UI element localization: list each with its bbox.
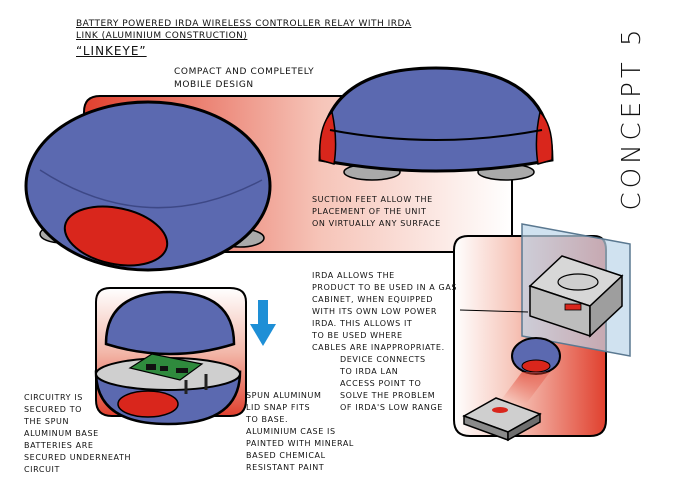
annotation-spun-aluminum: Spun aluminum lid snap fits to base. Alu… bbox=[246, 391, 354, 472]
document-title-line1: Battery powered IrDA Wireless Controller… bbox=[76, 19, 412, 29]
exploded-lid bbox=[104, 290, 236, 356]
concept-label-text: CONCEPT 5 bbox=[617, 25, 647, 211]
document-title-line2: link (aluminium construction) bbox=[76, 31, 248, 41]
irda-leader-line bbox=[459, 309, 529, 313]
annotation-suction: Suction feet allow the placement of the … bbox=[312, 195, 441, 228]
annotation-irda: IrDA allows the product to be used in a … bbox=[312, 271, 458, 352]
annotation-compact: Compact and completely mobile design bbox=[174, 67, 315, 90]
annotation-circuitry: Circuitry is secured to the spun aluminu… bbox=[24, 393, 132, 474]
device-front-view bbox=[24, 100, 272, 272]
device-side-view bbox=[318, 66, 554, 181]
product-name: “LinkEYE” bbox=[76, 44, 147, 58]
exploded-base bbox=[94, 353, 242, 426]
assembly-arrow-icon bbox=[250, 300, 276, 346]
concept-label: CONCEPT 5 bbox=[612, 18, 652, 218]
gas-cabinet bbox=[521, 223, 631, 357]
small-device bbox=[498, 337, 561, 404]
lan-access-point bbox=[462, 397, 542, 442]
annotation-device-connects: Device connects to IrDA LAN access point… bbox=[340, 355, 443, 412]
